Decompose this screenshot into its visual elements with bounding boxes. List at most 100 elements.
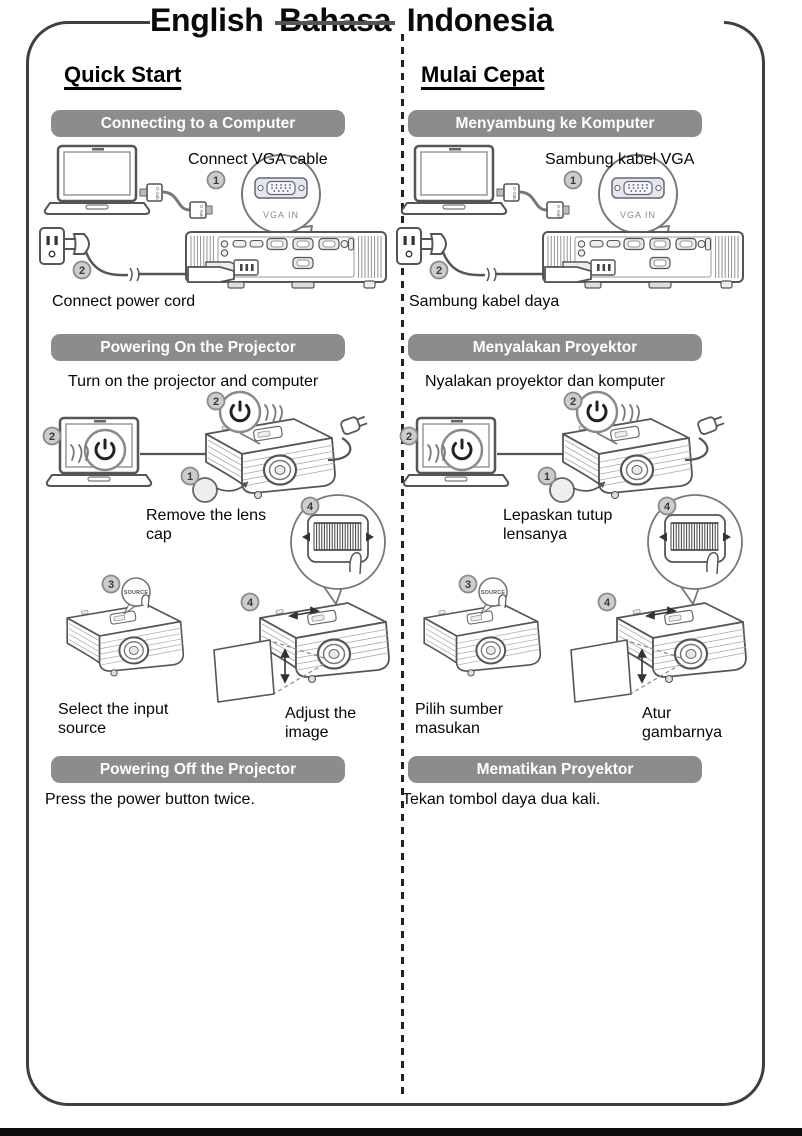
column-english: Quick Start Connecting to a Computer D-S… <box>38 60 398 830</box>
vga-port-icon <box>254 177 308 199</box>
svg-text:2: 2 <box>213 396 219 408</box>
projector-icon <box>66 603 185 678</box>
vga-connector-icon: D-Sub <box>139 183 163 202</box>
svg-text:4: 4 <box>307 501 314 513</box>
svg-text:2: 2 <box>406 431 412 443</box>
svg-text:2: 2 <box>79 265 85 277</box>
label-select-source: Select the input source <box>58 701 169 737</box>
svg-text:3: 3 <box>465 579 471 591</box>
power-plug-icon <box>64 233 90 255</box>
vga-connector-icon: D-Sub <box>189 201 213 219</box>
svg-text:SOURCE: SOURCE <box>124 590 148 596</box>
column-heading: Mulai Cepat <box>421 62 545 87</box>
projector-icon <box>423 603 542 678</box>
projector-icon <box>615 601 748 684</box>
projection-lines <box>270 640 325 694</box>
title-indonesia: Indonesia <box>406 2 554 38</box>
step-2-badge: 2 <box>72 260 92 280</box>
svg-text:VGA IN: VGA IN <box>263 210 299 220</box>
step-4-badge: 4 <box>657 496 677 516</box>
lens-cap-icon <box>549 477 606 503</box>
svg-text:4: 4 <box>247 597 254 609</box>
svg-text:2: 2 <box>49 431 55 443</box>
press-hand-icon <box>621 404 640 423</box>
projector-icon <box>561 417 694 500</box>
cord-connector <box>187 266 235 283</box>
label-adjust-image: Atur gambarnya <box>642 705 723 741</box>
page-bottom-bar <box>0 1128 802 1136</box>
illustration-power-on-and-adjust: 2 2 1 <box>42 390 391 703</box>
press-hand-icon <box>264 404 283 423</box>
label-power-off: Tekan tombol daya dua kali. <box>402 791 601 808</box>
svg-text:4: 4 <box>604 597 611 609</box>
step-4-badge: 4 <box>240 592 260 612</box>
power-plug-icon <box>697 415 725 435</box>
power-cord <box>327 437 352 462</box>
step-1-badge: 1 <box>537 466 557 486</box>
svg-text:D-Sub: D-Sub <box>556 205 561 218</box>
label-connect-vga: Connect VGA cable <box>188 151 328 168</box>
press-finger-icon <box>141 594 150 609</box>
wall-outlet-icon <box>396 227 422 265</box>
vga-cable <box>518 190 548 212</box>
section-header-powering-on: Powering On the Projector <box>51 334 345 361</box>
svg-text:3: 3 <box>108 579 114 591</box>
section-header-powering-off: Powering Off the Projector <box>51 756 345 783</box>
projector-icon <box>258 601 391 684</box>
label-power-off: Press the power button twice. <box>45 791 255 808</box>
vga-connector-icon: D-Sub <box>496 183 520 202</box>
step-2-badge: 2 <box>563 391 583 411</box>
focus-ring-callout <box>647 494 743 605</box>
svg-text:4: 4 <box>664 501 671 513</box>
power-plug-icon <box>340 415 368 435</box>
svg-text:D-Sub: D-Sub <box>199 205 204 218</box>
cord-break-mark <box>129 267 140 282</box>
page-title: English Bahasa Indonesia <box>150 2 554 39</box>
step-2-badge: 2 <box>399 426 419 446</box>
vga-cable <box>161 190 191 212</box>
power-cord <box>684 437 709 462</box>
projection-lines <box>627 640 682 694</box>
height-adjust-arrow <box>280 648 290 684</box>
focus-ring-callout <box>290 494 386 605</box>
vga-port-icon <box>611 177 665 199</box>
label-remove-lens-cap: Remove the lens cap <box>146 507 267 543</box>
label-connect-power: Connect power cord <box>52 293 196 310</box>
step-2-badge: 2 <box>42 426 62 446</box>
svg-text:1: 1 <box>187 471 193 483</box>
step-4-badge: 4 <box>597 592 617 612</box>
power-plug-icon <box>421 233 447 255</box>
svg-text:D-Sub: D-Sub <box>512 187 517 200</box>
label-connect-vga: Sambung kabel VGA <box>545 151 695 168</box>
section-header-powering-off: Mematikan Proyektor <box>408 756 702 783</box>
section-header-connecting: Connecting to a Computer <box>51 110 345 137</box>
source-button-callout: SOURCE <box>478 577 508 615</box>
laptop-icon <box>400 144 508 216</box>
column-divider-dashed-line <box>401 34 404 1100</box>
zoom-adjust-arrows <box>644 606 678 620</box>
section-header-connecting: Menyambung ke Komputer <box>408 110 702 137</box>
column-indonesian: Mulai Cepat Menyambung ke Komputer D-Sub… <box>395 60 755 830</box>
step-2-badge: 2 <box>429 260 449 280</box>
step-4-badge: 4 <box>300 496 320 516</box>
step-1-badge: 1 <box>206 170 226 190</box>
step-1-badge: 1 <box>563 170 583 190</box>
step-3-badge: 3 <box>101 574 121 594</box>
illustration-connect-computer: D-Sub D-Sub 1 VGA IN <box>39 144 390 294</box>
svg-text:D-Sub: D-Sub <box>155 187 160 200</box>
label-connect-power: Sambung kabel daya <box>409 293 560 310</box>
title-background-mask <box>150 19 724 27</box>
cord-connector <box>544 266 592 283</box>
step-1-badge: 1 <box>180 466 200 486</box>
label-turn-on: Turn on the projector and computer <box>68 373 319 390</box>
zoom-adjust-arrows <box>287 606 321 620</box>
label-turn-on: Nyalakan proyektor dan komputer <box>425 373 666 390</box>
source-button-callout: SOURCE <box>121 577 151 615</box>
vga-connector-icon: D-Sub <box>546 201 570 219</box>
projection-screen-icon <box>213 639 275 703</box>
step-3-badge: 3 <box>458 574 478 594</box>
wall-outlet-icon <box>39 227 65 265</box>
height-adjust-arrow <box>637 648 647 684</box>
lens-cap-icon <box>192 477 249 503</box>
